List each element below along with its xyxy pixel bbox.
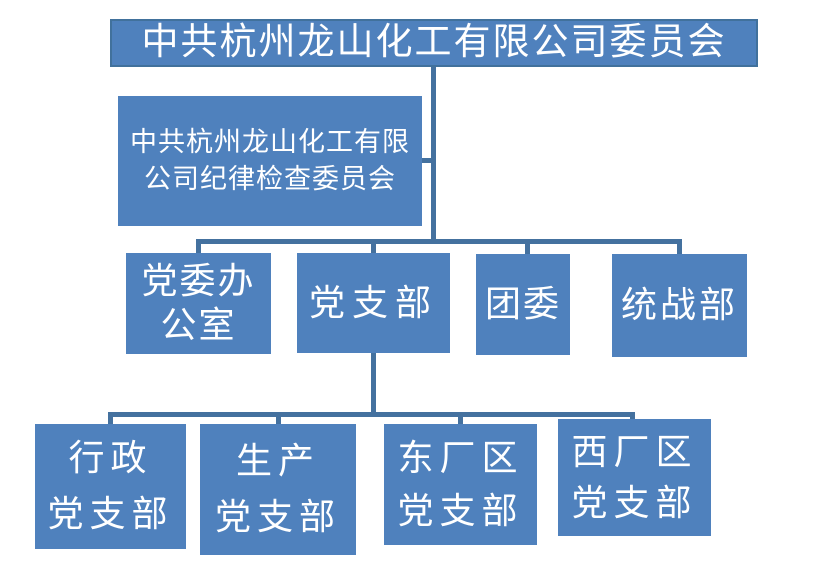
node-party-office-label-line1: 党委办 [141,261,256,302]
node-east-branch: 东厂区 党支部 [384,424,537,545]
node-party-office-label-line2: 公室 [160,305,237,345]
connector-discipline-stub [422,158,431,163]
node-east-branch-label-line1: 东厂区 [397,437,524,478]
node-admin-branch: 行政 党支部 [35,424,186,549]
node-admin-branch-label-line2: 党支部 [47,494,174,534]
node-youth-league: 团委 [476,254,570,355]
node-party-branch: 党支部 [297,253,450,353]
connector-level3-bar [196,239,682,244]
node-party-branch-label: 党支部 [308,282,438,323]
connector-drop-party-branch [371,239,376,254]
node-admin-branch-label-line1: 行政 [68,438,153,479]
node-committee-label: 中共杭州龙山化工有限公司委员会 [141,22,727,64]
connector-drop-youth-league [525,239,530,254]
node-discipline-label-line1: 中共杭州龙山化工有限 [130,127,410,158]
node-united-front-label: 统战部 [620,285,738,326]
node-committee: 中共杭州龙山化工有限公司委员会 [110,19,758,67]
node-party-office: 党委办 公室 [126,253,271,354]
node-production-branch-label-line2: 党支部 [214,497,341,537]
node-east-branch-label-line2: 党支部 [397,490,524,531]
node-production-branch: 生产 党支部 [200,424,356,555]
connector-drop-east-branch [458,412,463,425]
connector-drop-west-branch [630,412,635,425]
connector-level4-bar [108,412,635,417]
node-production-branch-label-line1: 生产 [235,441,320,482]
connector-drop-united-front [677,239,682,254]
connector-party-branch-trunk [371,352,376,417]
node-west-branch-label-line1: 西厂区 [571,431,698,472]
node-discipline-label-line2: 公司纪律检查委员会 [144,163,396,194]
connector-committee-trunk [431,67,436,243]
connector-drop-party-office [196,239,201,254]
node-youth-league-label: 团委 [484,284,561,325]
connector-drop-production-branch [276,412,281,425]
node-discipline-committee: 中共杭州龙山化工有限 公司纪律检查委员会 [118,96,422,226]
connector-drop-admin-branch [108,412,113,425]
node-united-front: 统战部 [612,254,747,357]
node-west-branch: 西厂区 党支部 [558,419,711,536]
node-west-branch-label-line2: 党支部 [571,482,698,523]
